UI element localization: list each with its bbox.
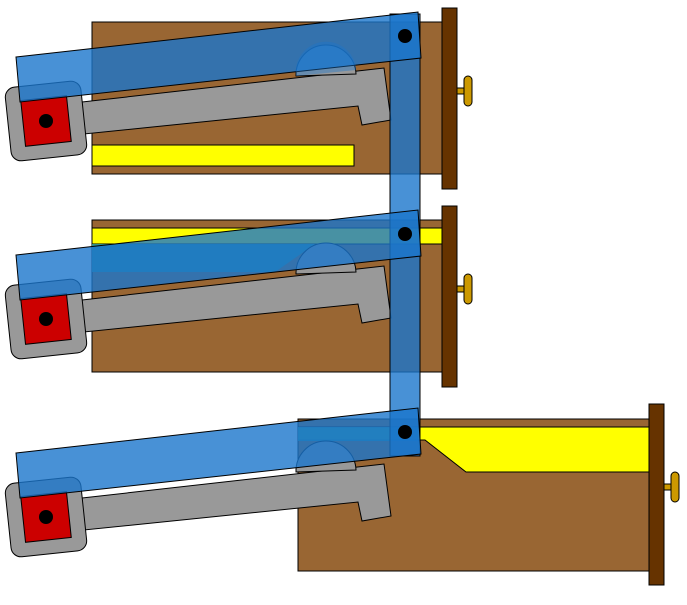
lever-middle-pivot-pin-icon (39, 312, 53, 326)
interlock-middle-pin-icon (398, 227, 412, 241)
drawer-top-front (441, 7, 458, 190)
interlock-top-pin-icon (398, 29, 412, 43)
drawer-top-handle-icon[interactable] (456, 75, 473, 107)
lever-bottom-pivot-pin-icon (39, 510, 53, 524)
drawer-middle-handle-icon[interactable] (456, 273, 473, 305)
interlock-bar-top[interactable] (15, 11, 422, 103)
lever-top-pivot-pin-icon (39, 114, 53, 128)
interlock-bar-bottom[interactable] (15, 407, 422, 499)
interlock-bottom-pin-icon (398, 425, 412, 439)
drawer-bottom-front (648, 403, 665, 586)
interlock-bar-middle[interactable] (15, 209, 422, 301)
drawer-bottom-handle-icon[interactable] (663, 471, 680, 503)
drawer-top-contents (91, 144, 355, 167)
drawer-middle-front (441, 205, 458, 388)
